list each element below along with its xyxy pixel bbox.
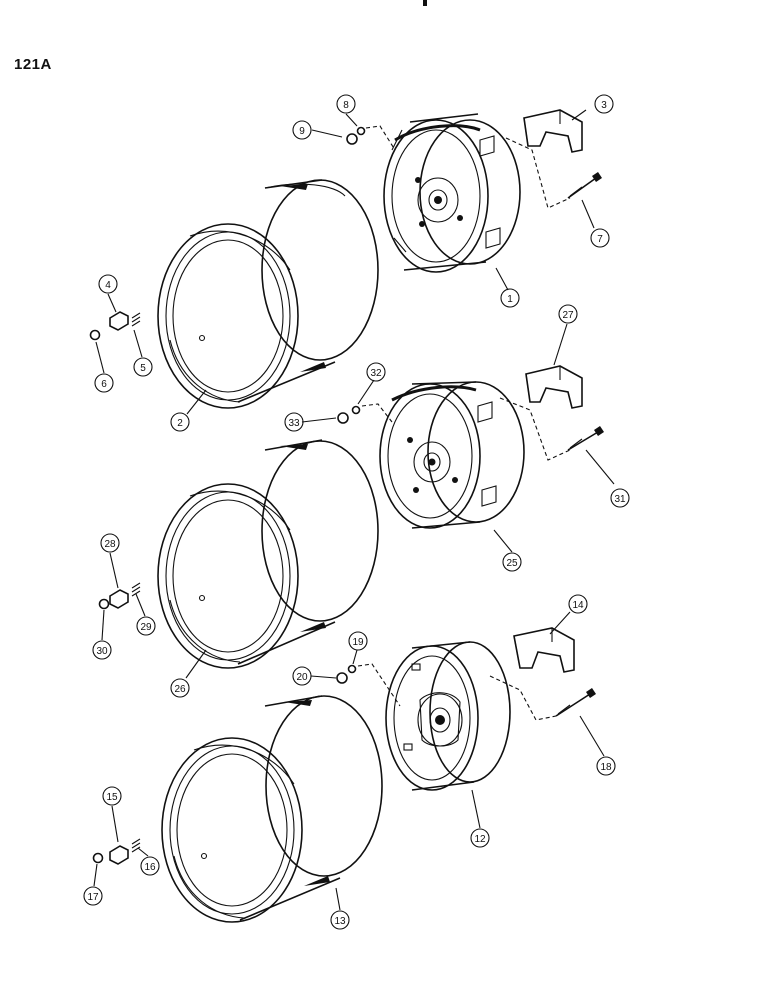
callout-14: 14 (568, 594, 588, 614)
lug-nut-30 (98, 598, 110, 610)
callout-leaders (93, 109, 615, 911)
hub-1 (383, 113, 521, 273)
rim-26 (157, 439, 379, 669)
svg-text:28: 28 (104, 539, 116, 550)
svg-text:19: 19 (352, 637, 364, 648)
hub-12 (385, 641, 511, 791)
nut-20 (336, 672, 348, 684)
rim-2 (157, 179, 379, 409)
callout-26: 26 (170, 678, 190, 698)
svg-text:29: 29 (140, 622, 152, 633)
lug-4 (109, 311, 129, 331)
svg-text:27: 27 (562, 310, 574, 321)
callout-17: 17 (83, 886, 103, 906)
lug-nut-17 (92, 852, 104, 864)
svg-text:15: 15 (106, 792, 118, 803)
callout-19: 19 (348, 631, 368, 651)
callout-7: 7 (590, 228, 610, 248)
callout-25: 25 (502, 552, 522, 572)
callout-28: 28 (100, 533, 120, 553)
callout-16: 16 (140, 856, 160, 876)
svg-text:18: 18 (600, 762, 612, 773)
clamp-27 (525, 365, 583, 409)
svg-text:13: 13 (334, 916, 346, 927)
rim-13 (161, 695, 383, 923)
svg-text:26: 26 (174, 684, 186, 695)
callout-12: 12 (470, 828, 490, 848)
callout-8: 8 (336, 94, 356, 114)
svg-text:31: 31 (614, 494, 626, 505)
nut-9 (346, 133, 358, 145)
callout-27: 27 (558, 304, 578, 324)
bolt-7 (567, 172, 602, 199)
page-number: 121A (14, 56, 52, 73)
callout-15: 15 (102, 786, 122, 806)
stud-29 (131, 582, 141, 597)
stud-16 (131, 838, 141, 853)
callout-6: 6 (94, 373, 114, 393)
svg-text:25: 25 (506, 558, 518, 569)
callout-2: 2 (170, 412, 190, 432)
svg-text:8: 8 (343, 100, 349, 111)
svg-text:20: 20 (296, 672, 308, 683)
washer-19 (347, 664, 357, 674)
svg-text:9: 9 (299, 126, 305, 137)
svg-text:6: 6 (101, 379, 107, 390)
svg-text:16: 16 (144, 862, 156, 873)
svg-text:17: 17 (87, 892, 99, 903)
clamp-3 (523, 109, 583, 153)
bolt-18 (555, 688, 596, 717)
lug-15 (109, 845, 129, 865)
callout-20: 20 (292, 666, 312, 686)
callout-18: 18 (596, 756, 616, 776)
clamp-14 (513, 627, 575, 673)
callout-9: 9 (292, 120, 312, 140)
lug-28 (109, 589, 129, 609)
callout-13: 13 (330, 910, 350, 930)
callout-30: 30 (92, 640, 112, 660)
wheel-rim-assembly-middle (98, 365, 604, 669)
svg-text:32: 32 (370, 368, 382, 379)
callout-1: 1 (500, 288, 520, 308)
wheel-rim-assembly-top (89, 109, 602, 409)
wheel-rim-assembly-bottom (92, 627, 596, 923)
callout-33: 33 (284, 412, 304, 432)
svg-text:12: 12 (474, 834, 486, 845)
washer-32 (351, 405, 361, 415)
washer-8 (356, 126, 366, 136)
callout-5: 5 (133, 357, 153, 377)
svg-text:7: 7 (597, 234, 603, 245)
bolt-31 (567, 426, 604, 451)
svg-text:14: 14 (572, 600, 584, 611)
svg-text:5: 5 (140, 363, 146, 374)
lug-nut-6 (89, 329, 101, 341)
crop-mark (423, 0, 427, 6)
svg-text:4: 4 (105, 280, 111, 291)
stud-5 (131, 312, 141, 327)
svg-text:2: 2 (177, 418, 183, 429)
callout-3: 3 (594, 94, 614, 114)
svg-text:30: 30 (96, 646, 108, 657)
callout-29: 29 (136, 616, 156, 636)
svg-text:3: 3 (601, 100, 607, 111)
callout-31: 31 (610, 488, 630, 508)
hub-25 (379, 381, 525, 529)
callout-32: 32 (366, 362, 386, 382)
nut-33 (337, 412, 349, 424)
svg-text:33: 33 (288, 418, 300, 429)
callout-4: 4 (98, 274, 118, 294)
svg-text:1: 1 (507, 294, 513, 305)
